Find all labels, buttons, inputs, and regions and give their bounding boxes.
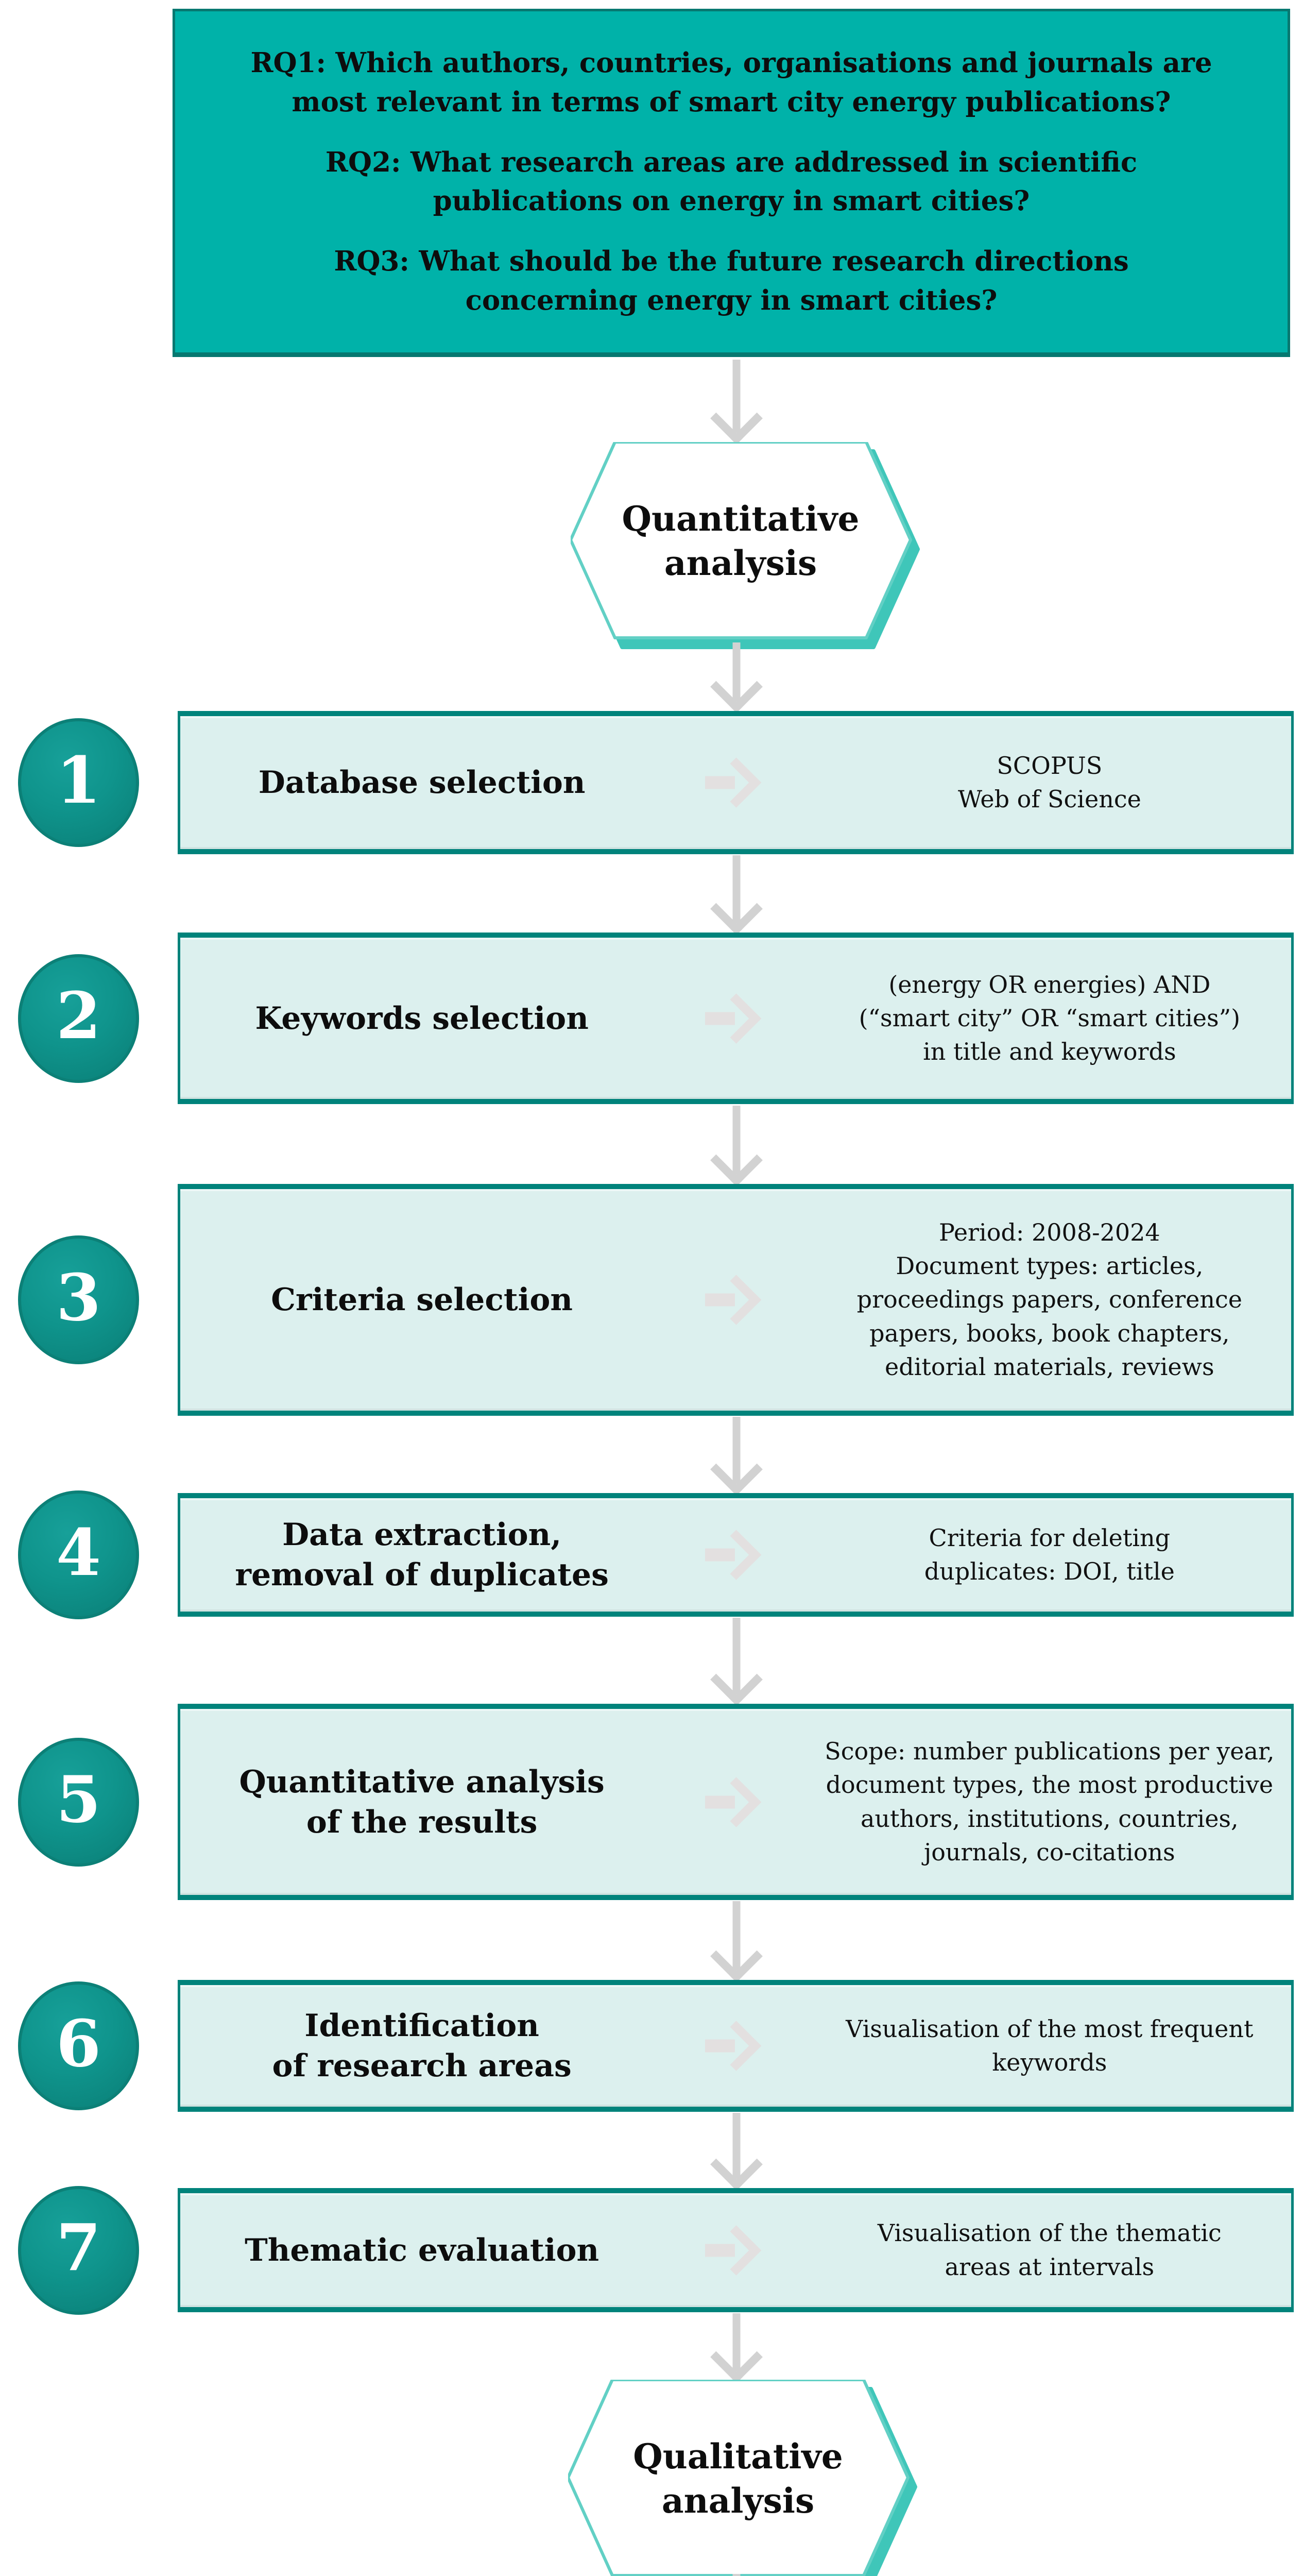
down-arrow-icon: [706, 360, 767, 441]
qualitative-analysis-hexagon: Qualitative analysis: [568, 2380, 929, 2576]
step-number: 3: [56, 1260, 101, 1335]
rq1-text: RQ1: Which authors, countries, organisat…: [250, 47, 1212, 118]
step-title: Keywords selection: [255, 1000, 589, 1037]
step-box: Thematic evaluation Visualisation of the…: [178, 2188, 1294, 2312]
hexagon-label: Qualitative analysis: [633, 2436, 843, 2521]
hexagon-label: Quantitative analysis: [622, 498, 860, 583]
down-arrow-icon: [706, 1901, 767, 1979]
down-arrow-icon: [706, 642, 767, 709]
step-number: 6: [56, 2006, 101, 2081]
step-description: (energy OR energies) AND (“smart city” O…: [859, 970, 1241, 1066]
rq3-text: RQ3: What should be the future research …: [334, 245, 1129, 316]
step-description: SCOPUS Web of Science: [957, 751, 1141, 813]
down-arrow-icon: [706, 855, 767, 931]
step-title: Criteria selection: [271, 1282, 573, 1318]
right-arrow-icon: [705, 755, 766, 810]
step-description: Scope: number publications per year, doc…: [825, 1737, 1275, 1866]
step-number: 5: [56, 1762, 101, 1837]
step-number-badge: 7: [18, 2185, 139, 2315]
step-description: Period: 2008-2024 Document types: articl…: [856, 1218, 1242, 1381]
step-title: Identification of research areas: [272, 2008, 572, 2084]
right-arrow-icon: [705, 2018, 766, 2074]
hexagon-shape: [568, 2380, 917, 2576]
step-number: 4: [56, 1515, 101, 1590]
down-arrow-icon: [706, 2574, 767, 2576]
step-box: Quantitative analysis of the results Sco…: [178, 1704, 1294, 1900]
quantitative-analysis-hexagon: Quantitative analysis: [571, 442, 931, 658]
step-box: Identification of research areas Visuali…: [178, 1980, 1294, 2112]
step-number-badge: 3: [18, 1235, 139, 1364]
step-row-5: 5 Quantitative analysis of the results S…: [0, 1704, 1303, 1900]
down-arrow-icon: [706, 1106, 767, 1183]
down-arrow-icon: [706, 1618, 767, 1702]
right-arrow-icon: [705, 1272, 766, 1328]
step-row-1: 1 Database selection SCOPUS Web of Scien…: [0, 711, 1303, 854]
step-number: 2: [56, 978, 101, 1054]
step-description: Visualisation of the most frequent keywo…: [846, 2014, 1254, 2076]
step-number: 7: [56, 2210, 101, 2285]
down-arrow-icon: [706, 2313, 767, 2380]
right-arrow-icon: [705, 991, 766, 1046]
right-arrow-icon: [705, 1527, 766, 1583]
step-description: Criteria for deleting duplicates: DOI, t…: [924, 1523, 1175, 1585]
step-row-7: 7 Thematic evaluation Visualisation of t…: [0, 2185, 1303, 2315]
right-arrow-icon: [705, 2223, 766, 2278]
step-title: Quantitative analysis of the results: [239, 1764, 605, 1840]
step-row-4: 4 Data extraction, removal of duplicates…: [0, 1490, 1303, 1619]
step-title: Thematic evaluation: [245, 2232, 599, 2268]
step-row-6: 6 Identification of research areas Visua…: [0, 1980, 1303, 2112]
step-number: 1: [56, 742, 101, 818]
step-row-2: 2 Keywords selection (energy OR energies…: [0, 933, 1303, 1104]
step-description: Visualisation of the thematic areas at i…: [877, 2219, 1222, 2281]
step-number-badge: 4: [18, 1490, 139, 1619]
step-box: Criteria selection Period: 2008-2024 Doc…: [178, 1184, 1294, 1416]
step-number-badge: 2: [18, 954, 139, 1083]
step-box: Keywords selection (energy OR energies) …: [178, 933, 1294, 1104]
right-arrow-icon: [705, 1774, 766, 1830]
step-row-3: 3 Criteria selection Period: 2008-2024 D…: [0, 1184, 1303, 1416]
step-box: Data extraction, removal of duplicates C…: [178, 1493, 1294, 1617]
step-title: Database selection: [258, 765, 586, 801]
step-number-badge: 5: [18, 1737, 139, 1867]
step-box: Database selection SCOPUS Web of Science: [178, 711, 1294, 854]
rq2-text: RQ2: What research areas are addressed i…: [325, 146, 1138, 217]
hexagon-shape: [571, 442, 920, 649]
research-questions-box: RQ1: Which authors, countries, organisat…: [173, 9, 1290, 357]
step-title: Data extraction, removal of duplicates: [235, 1517, 609, 1593]
down-arrow-icon: [706, 2113, 767, 2187]
step-number-badge: 1: [18, 718, 139, 847]
down-arrow-icon: [706, 1417, 767, 1492]
step-number-badge: 6: [18, 1981, 139, 2110]
